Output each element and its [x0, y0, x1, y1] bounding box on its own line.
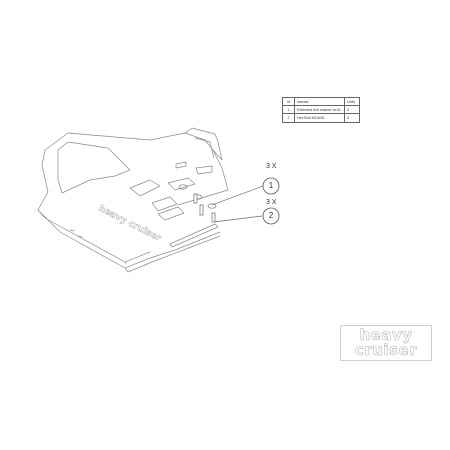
rear-rail	[169, 223, 219, 248]
callout-2-number: 2	[268, 211, 274, 220]
slot-2	[167, 177, 196, 191]
bolt-1	[193, 193, 198, 204]
slot-3	[151, 196, 178, 212]
plate-embossed-text: heavy cruiser	[97, 204, 163, 244]
side-flange	[184, 127, 223, 161]
row-2-qty: 3	[344, 113, 360, 123]
plate-front-edge	[37, 209, 151, 263]
callout-2-circle	[262, 207, 280, 225]
plate-back-outline	[44, 132, 229, 206]
slot-4	[157, 206, 185, 221]
callout-1-qty: 3 X	[266, 163, 277, 170]
logo-line-1: heavy	[359, 326, 413, 345]
row-2-id: 2	[282, 113, 295, 123]
row-2-name: Hex Bolt M10x30	[294, 113, 345, 123]
leader-1	[211, 185, 264, 206]
row-1-qty: 3	[344, 105, 360, 115]
logo-line-2: cruiser	[354, 341, 418, 360]
row-1-id: 1	[282, 105, 295, 115]
header-units: Units	[344, 96, 360, 107]
header-id: Id	[282, 96, 295, 107]
washer-3	[207, 203, 217, 209]
mount-tab-1	[195, 165, 213, 175]
heavy-cruiser-logo: heavy cruiser	[340, 325, 432, 361]
mount-tab-2	[175, 161, 187, 169]
table-row: 2 Hex Bolt M10x30 3	[282, 113, 360, 123]
row-1-name: Extended bolt washer 5x16	[294, 105, 345, 115]
callout-1-circle	[262, 177, 280, 195]
washer-1	[178, 184, 188, 190]
slot-1	[129, 179, 161, 197]
side-flange-inner	[194, 137, 215, 159]
plate-lower-edge	[124, 235, 221, 273]
small-holes	[69, 229, 127, 265]
plate-main-outline	[37, 149, 221, 269]
header-names: Names	[294, 96, 345, 107]
plate-cutout	[57, 141, 131, 194]
bolt-3	[211, 212, 216, 223]
callout-2-qty: 3 X	[266, 199, 277, 206]
parts-table: Id Names Units 1 Extended bolt washer 5x…	[282, 96, 360, 123]
leader-2	[213, 215, 263, 223]
bolt-2	[199, 204, 204, 216]
callout-1-number: 1	[268, 181, 274, 190]
table-row: 1 Extended bolt washer 5x16 3	[282, 105, 360, 115]
parts-table-header-row: Id Names Units	[282, 96, 360, 107]
